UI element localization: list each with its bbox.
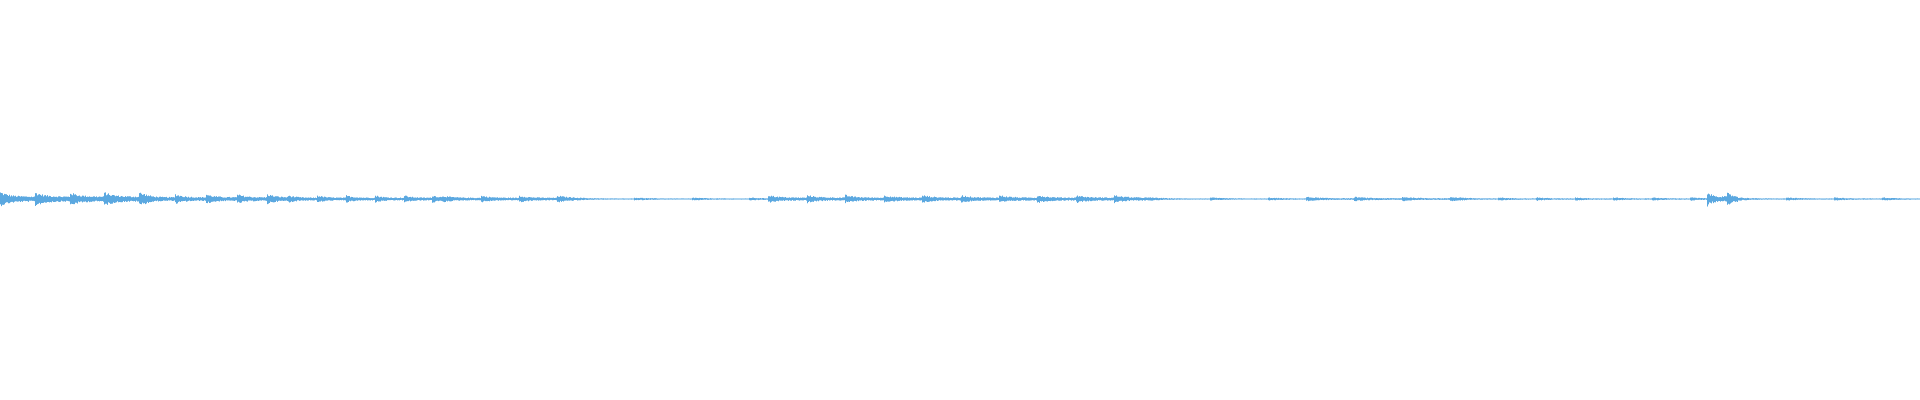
waveform-path [0, 192, 1920, 207]
